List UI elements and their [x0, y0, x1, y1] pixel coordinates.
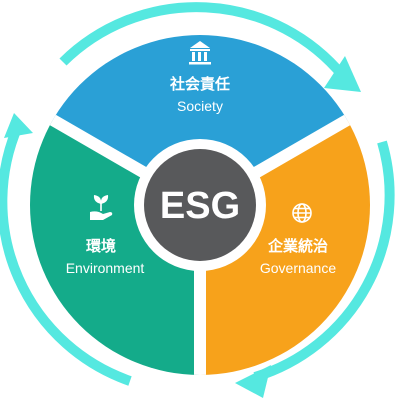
environment-label-en: Environment — [66, 260, 145, 276]
arrow-arc-right — [253, 140, 395, 382]
governance-label-cn: 企業統治 — [267, 237, 328, 255]
arrow-arc-left — [0, 124, 132, 386]
globe-icon — [292, 203, 312, 223]
arrow-arc-top — [59, 2, 347, 80]
hand-sprout-icon — [90, 195, 113, 220]
environment-label-cn: 環境 — [86, 237, 116, 255]
society-label-en: Society — [177, 98, 223, 114]
arrow-head-right — [235, 365, 271, 398]
society-label-cn: 社会責任 — [169, 75, 230, 93]
center-label: ESG — [160, 185, 240, 227]
arrow-head-left — [4, 113, 33, 138]
arrow-head-top — [324, 56, 361, 92]
building-columns-icon — [189, 41, 211, 65]
cycle-arrows — [0, 2, 395, 398]
governance-label-en: Governance — [260, 260, 336, 276]
center-circle — [144, 149, 256, 261]
